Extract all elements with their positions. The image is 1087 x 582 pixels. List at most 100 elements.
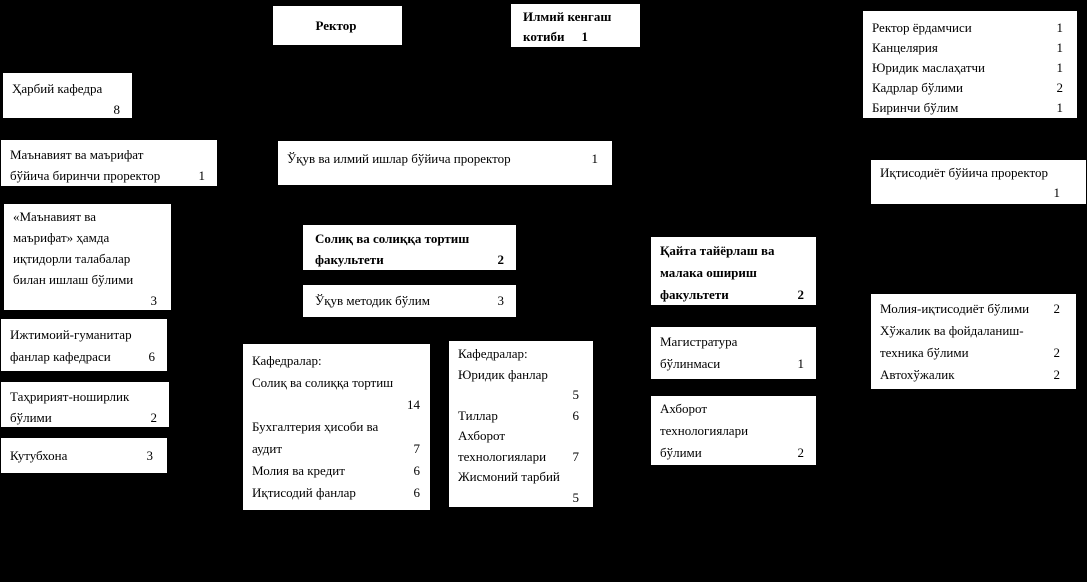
manaviyat-bolimi-count: 3	[150, 293, 158, 308]
magistratura-line1: Магистратура	[660, 334, 738, 349]
qayta-line: Қайта тайёрлаш ва	[660, 243, 775, 258]
staff-label: Биринчи бўлим	[872, 100, 959, 115]
box-manaviyat-prorektor: Маънавият ва маърифат бўйича биринчи про…	[0, 139, 218, 187]
box-rektor-apparati: Ректор ёрдамчиси 1 Канцелярия 1 Юридик м…	[862, 10, 1078, 119]
kafedra-count: 5	[572, 489, 580, 505]
kafedra-count: 6	[413, 463, 421, 478]
kafedra-count: 6	[572, 407, 580, 423]
qayta-count: 2	[797, 287, 805, 302]
box-tahririyat: Таҳририят-ноширлик бўлими 2	[0, 381, 170, 428]
manaviyat-prorektor-line1: Маънавият ва маърифат	[10, 147, 144, 162]
kafedra-label: Кафедралар:	[458, 346, 528, 361]
staff-count: 1	[1056, 100, 1064, 115]
staff-count: 2	[1053, 301, 1061, 316]
manaviyat-prorektor-label: бўйича биринчи проректор	[10, 168, 161, 183]
manaviyat-bolimi-line: «Маънавият ва	[13, 209, 97, 224]
kafedra-row: Солиқ ва солиққа тортиш	[252, 372, 420, 394]
kutubxona-label: Кутубхона	[10, 448, 68, 463]
magistratura-count: 1	[797, 356, 805, 371]
manaviyat-bolimi-line: билан ишлаш бўлими	[13, 272, 134, 287]
axborot-line: технологиялари	[660, 423, 749, 438]
staff-count: 1	[1056, 20, 1064, 35]
harbiy-label: Ҳарбий кафедра	[12, 81, 103, 96]
kafedra-label: Ахборот	[458, 428, 506, 443]
staff-count: 1	[1056, 60, 1064, 75]
staff-label: Молия-иқтисодиёт бўлими	[880, 301, 1030, 316]
staff-label: техника бўлими	[880, 345, 969, 360]
staff-row: Кадрлар бўлими 2	[872, 78, 1063, 98]
staff-row: Хўжалик ва фойдаланиш-	[880, 320, 1060, 342]
box-ijtimoiy-gumanitar: Ижтимоий-гуманитар фанлар кафедраси 6	[0, 318, 168, 372]
manaviyat-bolimi-line: иқтидорли талабалар	[13, 251, 131, 266]
kafedra-row: Ахборот	[458, 426, 579, 447]
box-moliya-xojalik: Молия-иқтисодиёт бўлими 2 Хўжалик ва фой…	[870, 293, 1077, 390]
box-kafedralar-soliq: Кафедралар: Солиқ ва солиққа тортиш 14 Б…	[242, 343, 431, 511]
kafedra-label: Бухгалтерия ҳисоби ва	[252, 419, 379, 434]
box-ilmiy-kengash-kotibi: Илмий кенгаш котиби 1	[510, 3, 641, 48]
ijtimoiy-label: фанлар кафедраси	[10, 349, 111, 364]
qayta-label: факультети	[660, 287, 729, 302]
kafedra-row: 14	[252, 394, 420, 416]
manaviyat-prorektor-count: 1	[198, 168, 206, 183]
kafedra-label: Жисмоний тарбий	[458, 469, 560, 484]
kafedra-row: Бухгалтерия ҳисоби ва	[252, 416, 420, 438]
staff-label: Канцелярия	[872, 40, 938, 55]
staff-count: 2	[1053, 345, 1061, 360]
kafedra-count: 7	[572, 448, 580, 464]
oquv-prorektor-label: Ўқув ва илмий ишлар бўйича проректор	[287, 151, 511, 166]
kafedra-count: 14	[407, 397, 420, 412]
axborot-label: бўлими	[660, 445, 702, 460]
box-oquv-metodik: Ўқув методик бўлим 3	[302, 284, 517, 318]
kafedra-row: Кафедралар:	[252, 350, 420, 372]
staff-row: Юридик маслаҳатчи 1	[872, 58, 1063, 78]
staff-row: Автохўжалик 2	[880, 364, 1060, 386]
staff-row: техника бўлими 2	[880, 342, 1060, 364]
box-kafedralar-yuridik: Кафедралар: Юридик фанлар 5 Тиллар 6 Ахб…	[448, 340, 594, 508]
kafedra-row: аудит 7	[252, 438, 420, 460]
ilmiy-kengash-label: котиби	[523, 29, 565, 44]
box-harbiy-kafedra: Ҳарбий кафедра 8	[2, 72, 133, 119]
kafedra-label: Иқтисодий фанлар	[252, 485, 356, 500]
kafedra-row: 5	[458, 488, 580, 509]
staff-label: Кадрлар бўлими	[872, 80, 963, 95]
kafedra-row: 5	[458, 385, 580, 406]
ilmiy-kengash-count: 1	[581, 29, 589, 44]
box-soliq-fakultet: Солиқ ва солиққа тортиш факультети 2	[302, 224, 517, 271]
magistratura-label: бўлинмаси	[660, 356, 721, 371]
ijtimoiy-line1: Ижтимоий-гуманитар	[10, 327, 132, 342]
kafedra-row: Жисмоний тарбий	[458, 467, 579, 488]
kafedra-row: Кафедралар:	[458, 344, 579, 365]
staff-count: 2	[1053, 367, 1061, 382]
oquv-metodik-label: Ўқув методик бўлим	[315, 293, 430, 308]
box-axborot-bolimi: Ахборот технологиялари бўлими 2	[650, 395, 817, 466]
box-qayta-tayyorlash: Қайта тайёрлаш ва малака ошириш факульте…	[650, 236, 817, 306]
kafedra-label: технологиялари	[458, 448, 547, 464]
kafedra-row: Тиллар 6	[458, 406, 579, 427]
kafedra-count: 7	[413, 441, 421, 456]
iqtisodiyot-prorektor-count: 1	[1053, 185, 1061, 200]
staff-label: Автохўжалик	[880, 367, 955, 382]
staff-row: Канцелярия 1	[872, 38, 1063, 58]
box-rektor: Ректор	[272, 5, 403, 46]
tahririyat-line1: Таҳририят-ноширлик	[10, 389, 130, 404]
kafedra-label: Кафедралар:	[252, 353, 322, 368]
kafedra-label: Молия ва кредит	[252, 463, 345, 478]
soliq-fakultet-count: 2	[497, 252, 505, 267]
soliq-fakultet-label: факультети	[315, 252, 384, 267]
kafedra-label: Юридик фанлар	[458, 366, 548, 382]
kafedra-row: Юридик фанлар	[458, 365, 579, 386]
staff-label: Хўжалик ва фойдаланиш-	[880, 323, 1024, 338]
ilmiy-kengash-line1: Илмий кенгаш	[523, 9, 612, 24]
harbiy-count: 8	[113, 102, 121, 117]
oquv-prorektor-count: 1	[591, 151, 599, 166]
rektor-title: Ректор	[315, 18, 357, 33]
kafedra-count: 5	[572, 387, 580, 402]
iqtisodiyot-prorektor-label: Иқтисодиёт бўйича проректор	[880, 165, 1048, 180]
staff-count: 1	[1056, 40, 1064, 55]
axborot-count: 2	[797, 445, 805, 460]
box-manaviyat-bolimi: «Маънавият ва маърифат» ҳамда иқтидорли …	[3, 203, 172, 311]
staff-row: Молия-иқтисодиёт бўлими 2	[880, 298, 1060, 320]
oquv-metodik-count: 3	[497, 293, 505, 308]
kafedra-count: 6	[413, 485, 421, 500]
